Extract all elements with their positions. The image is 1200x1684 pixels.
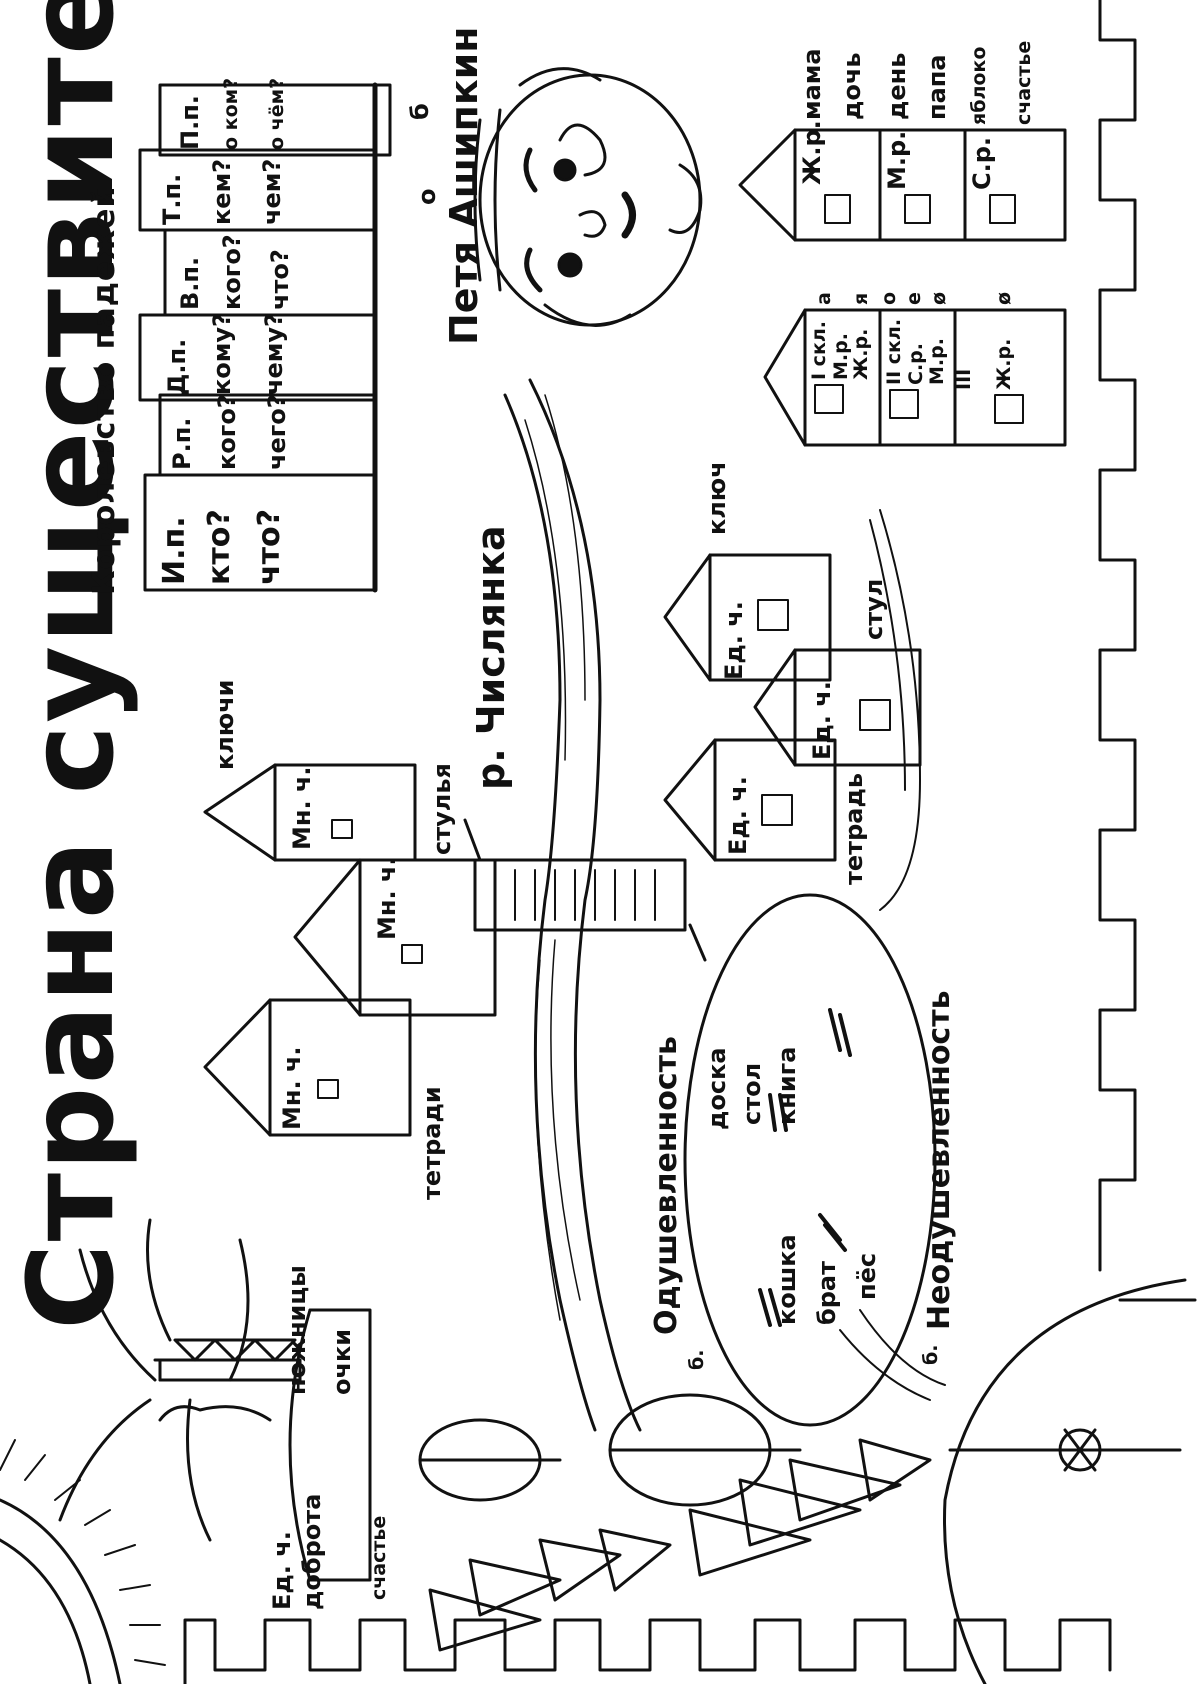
case-name: И.п. xyxy=(157,516,192,585)
declension-sub: С.р. xyxy=(905,343,927,385)
case-question: о чём? xyxy=(266,77,288,150)
boat-note: Ед. ч. xyxy=(268,1531,296,1610)
plural-houses xyxy=(205,765,495,1135)
declension-ending: я xyxy=(850,292,872,305)
declension-ending: ø xyxy=(993,291,1015,305)
gender-tower xyxy=(740,130,1065,240)
case-question: о ком? xyxy=(220,77,242,150)
boat-note: доброта xyxy=(298,1493,326,1610)
declension-sub: Ж.р. xyxy=(993,338,1015,390)
gender-word: яблоко xyxy=(968,46,990,125)
singular-word: ключ xyxy=(703,461,731,535)
singular-badge: Ед. ч. xyxy=(724,776,752,855)
singular-word: тетрадь xyxy=(840,772,868,885)
case-question: кому? xyxy=(208,313,236,395)
declension-ending: е xyxy=(903,292,925,305)
inanimate-word: стол xyxy=(738,1062,766,1125)
boat xyxy=(290,1310,370,1580)
inanimate-word: книга xyxy=(773,1046,801,1125)
declension-ending: а xyxy=(813,292,835,305)
bridge xyxy=(465,820,705,960)
case-question: кем? xyxy=(208,158,236,225)
character-correction: б xyxy=(406,103,434,120)
plural-badge: Мн. ч. xyxy=(278,1046,306,1130)
case-question: что? xyxy=(266,249,294,310)
animate-word: пёс xyxy=(853,1252,881,1300)
plural-word: стулья xyxy=(428,763,456,855)
case-question: чем? xyxy=(258,158,286,225)
cases-palace xyxy=(140,85,390,590)
sun xyxy=(0,1440,165,1684)
singular-badge: Ед. ч. xyxy=(720,601,748,680)
plural-badge: Мн. ч. xyxy=(288,766,316,850)
case-name: В.п. xyxy=(176,256,204,310)
gender-word: мама xyxy=(798,48,826,120)
gender-label: М.р. xyxy=(883,130,911,190)
declension-tower xyxy=(765,310,1065,445)
declension-sub: Ж.р. xyxy=(850,328,872,380)
inanimacy-marker: б. xyxy=(920,1344,942,1365)
singular-badge: Ед. ч. xyxy=(808,681,836,760)
gender-label: Ж.р. xyxy=(798,120,826,185)
plural-word: тетради xyxy=(418,1086,446,1200)
declension-label: III xyxy=(953,368,975,390)
gender-word: счастье xyxy=(1013,40,1035,125)
declension-sub: М.р. xyxy=(926,338,948,385)
animacy-marker: б. xyxy=(686,1349,708,1370)
case-name: Д.п. xyxy=(163,338,191,395)
singular-word: стул xyxy=(860,578,888,640)
boat-word: ножницы xyxy=(283,1265,311,1395)
declension-label: I скл. xyxy=(808,321,830,380)
plural-badge: Мн. ч. xyxy=(373,856,401,940)
character-name: Петя Ашипкин xyxy=(442,26,486,345)
animacy-island xyxy=(685,895,935,1425)
declension-label: II скл. xyxy=(883,318,905,385)
case-question: чему? xyxy=(260,313,288,395)
inanimate-word: доска xyxy=(703,1047,731,1130)
castle-wall-right xyxy=(1100,0,1195,1300)
river xyxy=(505,380,640,1430)
case-question: кого? xyxy=(213,394,241,470)
boat-word: очки xyxy=(328,1328,356,1395)
gender-word: папа xyxy=(923,54,951,120)
castle-gate xyxy=(945,1280,1186,1684)
case-name: Р.п. xyxy=(168,417,196,470)
plural-word: ключи xyxy=(211,679,239,771)
animacy-title: Одушевленность xyxy=(649,1035,684,1335)
castle-wall-bottom xyxy=(185,1620,1110,1684)
case-question: кто? xyxy=(202,509,237,585)
declension-ending: о xyxy=(878,291,900,305)
petya-character xyxy=(475,69,701,326)
forest xyxy=(420,1395,930,1650)
declension-sub: М.р. xyxy=(830,333,852,380)
grass-strokes xyxy=(840,510,945,1400)
boat-bottom: счастье xyxy=(368,1515,390,1600)
gender-word: дочь xyxy=(838,52,866,120)
character-extra: о xyxy=(413,188,441,206)
palm-tree xyxy=(60,1220,300,1540)
case-question: чего? xyxy=(263,394,291,470)
page-subtitle: Королевство падежей xyxy=(87,185,122,596)
declension-ending: ø xyxy=(928,291,950,305)
case-question: кого? xyxy=(218,234,246,310)
case-name: Т.п. xyxy=(158,173,186,225)
animate-word: брат xyxy=(813,1260,841,1325)
case-name: П.п. xyxy=(176,95,204,150)
case-question: что? xyxy=(252,509,287,585)
inanimacy-title: Неодушевленность xyxy=(922,990,957,1330)
animate-word: кошка xyxy=(773,1234,801,1325)
gender-label: С.р. xyxy=(968,136,996,190)
gender-word: день xyxy=(883,52,911,120)
river-name: р. Числянка xyxy=(469,525,513,790)
